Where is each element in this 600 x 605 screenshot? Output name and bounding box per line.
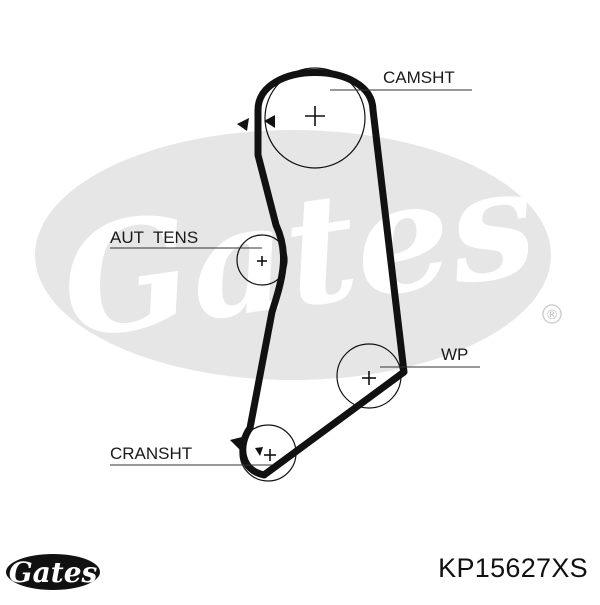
water-pump-plus-icon	[362, 371, 376, 385]
tensioner-pulley	[236, 234, 288, 286]
gates-logo: Gates	[6, 554, 100, 590]
crankshaft-plus-icon	[264, 449, 276, 461]
tensioner-plus-icon	[257, 256, 267, 266]
registered-mark: ®	[546, 308, 559, 323]
watermark-ellipse	[35, 130, 551, 380]
camshaft-arrow-right-icon	[264, 115, 275, 128]
water-pump-label: WP	[441, 345, 468, 364]
logo-ellipse	[6, 554, 100, 590]
tensioner-label: AUT TENS	[110, 228, 198, 247]
leader-lines	[110, 89, 480, 466]
gates-watermark: Gates ®	[35, 130, 562, 380]
crankshaft-label: CRANSHT	[110, 444, 192, 463]
logo-text: Gates	[9, 556, 98, 589]
pulley-centers	[257, 106, 376, 461]
camshaft-label: CAMSHT	[383, 68, 455, 87]
timing-belt	[239, 69, 408, 479]
camshaft-arrow-left-icon	[237, 118, 249, 131]
camshaft-pulley	[264, 67, 366, 169]
crankshaft-arrow-icon	[230, 437, 242, 450]
registered-circle	[542, 304, 562, 324]
camshaft-plus-icon	[305, 106, 325, 126]
crankshaft-arrow-small-icon	[255, 447, 263, 456]
rotation-arrows	[230, 115, 275, 456]
part-number: KP15627XS	[438, 553, 588, 583]
